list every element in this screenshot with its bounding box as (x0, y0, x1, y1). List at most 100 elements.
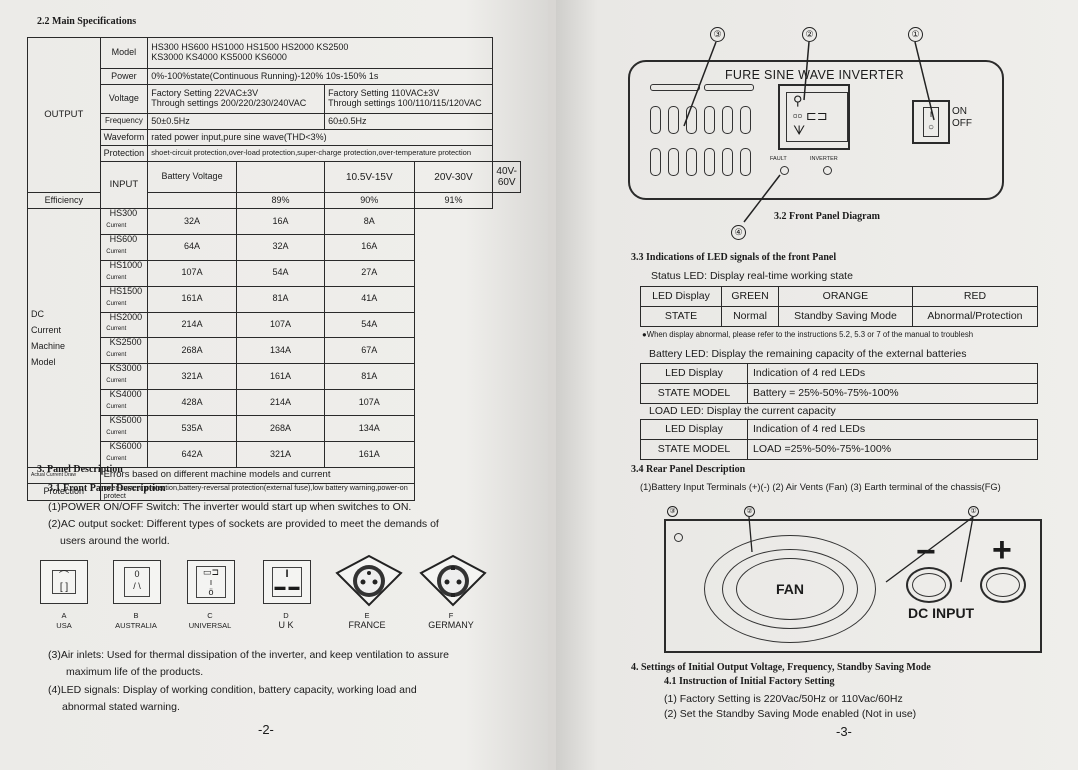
vent-icon (650, 106, 661, 134)
rear-panel-diagram: FAN − + DC INPUT (664, 519, 1042, 653)
actual-draw-value: Errors based on different machine models… (99, 466, 415, 484)
vent-icon (668, 106, 679, 134)
vent-icon (704, 148, 715, 176)
efficiency-3: 91% (413, 192, 494, 209)
dc-current-value: 107A (147, 259, 237, 287)
switch-on-label: ON (952, 106, 967, 117)
dc-current-value: 268A (235, 415, 326, 443)
dc-current-value: 161A (235, 363, 326, 391)
dc-model-name: HS600 (109, 233, 138, 244)
dc-model-name: KS6000 (109, 441, 142, 452)
callout-4: ④ (731, 225, 746, 240)
section-41-title: 4.1 Instruction of Initial Factory Setti… (664, 676, 835, 687)
inverter-led-icon (823, 166, 832, 175)
vent-icon (740, 148, 751, 176)
dc-current-value: 107A (324, 389, 415, 417)
load-th-1: LED Display (640, 419, 748, 440)
socket-c-name: UNIVERSAL (188, 621, 232, 630)
rear-leader-lines (748, 516, 974, 583)
front-panel-diagram: FURE SINE WAVE INVERTER ⚲▫▫ ⊏⊐ᗐ ı○ ON OF… (628, 60, 1004, 200)
germany-socket-icon (419, 554, 487, 607)
section-33-title: 3.3 Indications of LED signals of the fr… (631, 252, 837, 263)
dc-current-value: 535A (147, 415, 237, 443)
usa-socket-icon: ⌒[ ] (40, 560, 88, 604)
callout-2: ② (802, 27, 817, 42)
status-th-1: LED Display (639, 286, 723, 307)
dc-current-word: Current (106, 300, 127, 307)
socket-a-name: USA (56, 621, 72, 630)
status-led-heading: Status LED: Display real-time working st… (651, 270, 853, 282)
protection-out-value: shoet-circuit protection,over-load prote… (147, 145, 494, 162)
positive-terminal-icon (980, 567, 1026, 603)
rear-callout-3: ③ (667, 506, 678, 517)
socket-f-letter: F (448, 611, 454, 620)
item-4b: abnormal stated warning. (62, 701, 180, 713)
dc-current-value: 54A (235, 259, 326, 287)
dc-current-value: 64A (147, 233, 237, 261)
socket-b-name: AUSTRALIA (115, 621, 157, 630)
dc-current-word: Current (106, 248, 127, 255)
spec-table: OUTPUT Model HS300 HS600 HS1000 HS1500 H… (27, 37, 521, 501)
dc-model-name: KS2500 (109, 337, 142, 348)
freq-a: 50±0.5Hz (147, 113, 326, 130)
dc-model-name: HS1000 (109, 259, 143, 270)
socket-d-letter: D (283, 611, 289, 620)
model-label: Model (99, 37, 149, 69)
voltage-factory-a: Factory Setting 22VAC±3V (151, 88, 259, 99)
dc-current-value: 214A (147, 311, 237, 339)
frequency-label: Frequency (99, 113, 149, 130)
socket-e-name: FRANCE (348, 620, 386, 630)
item-4a: (4)LED signals: Display of working condi… (48, 684, 417, 696)
status-led-table: LED Display GREEN ORANGE RED STATE Norma… (639, 286, 1039, 327)
load-td-1: STATE MODEL (640, 439, 748, 460)
rear-callout-1: ① (968, 506, 979, 517)
rear-callout-2: ② (744, 506, 755, 517)
section-4-title: 4. Settings of Initial Output Voltage, F… (631, 662, 931, 673)
australia-socket-icon: 0/ \ (113, 560, 161, 604)
france-socket-icon (335, 554, 403, 607)
status-th-4: RED (911, 286, 1039, 307)
fault-label: FAULT (770, 156, 787, 162)
fan-mid-ring-icon (722, 549, 858, 629)
item-2a: (2)AC output socket: Different types of … (48, 518, 439, 530)
uk-socket-icon: I▬ ▬ (263, 560, 311, 604)
vent-icon (722, 148, 733, 176)
dc-model-name: KS5000 (109, 415, 142, 426)
dc-current-value: 268A (147, 337, 237, 365)
figure-caption: 3.2 Front Panel Diagram (774, 211, 880, 222)
dc-current-value: 16A (235, 208, 326, 235)
voltage-through-b: Through settings 100/110/115/120VAC (328, 98, 482, 108)
output-label: OUTPUT (27, 37, 101, 193)
range-1: 10.5V-15V (324, 161, 415, 193)
voltage-factory-b: Factory Setting 110VAC±3V (328, 88, 440, 99)
vent-slot-icon (650, 84, 700, 91)
dc-label-line: Model (31, 356, 56, 367)
dc-label-line: Machine (31, 340, 66, 351)
dc-model-name: KS4000 (109, 389, 142, 400)
dc-label-line: Current (31, 324, 62, 335)
status-td-1: STATE (639, 306, 723, 327)
socket-b-letter: B (133, 611, 139, 620)
dc-model-name: HS2000 (109, 311, 143, 322)
panel-title: FURE SINE WAVE INVERTER (725, 68, 904, 82)
status-td-4: Abnormal/Protection (911, 306, 1039, 327)
range-2: 20V-30V (413, 161, 494, 193)
fan-label: FAN (736, 558, 844, 620)
dc-current-word: Current (106, 326, 127, 333)
dc-current-value: 81A (235, 285, 326, 313)
vent-icon (704, 106, 715, 134)
callout-3: ③ (710, 27, 725, 42)
inverter-label: INVERTER (810, 156, 838, 162)
range-3: 40V-60V (492, 161, 521, 193)
vent-slot-icon (704, 84, 754, 91)
negative-terminal-icon (906, 567, 952, 603)
